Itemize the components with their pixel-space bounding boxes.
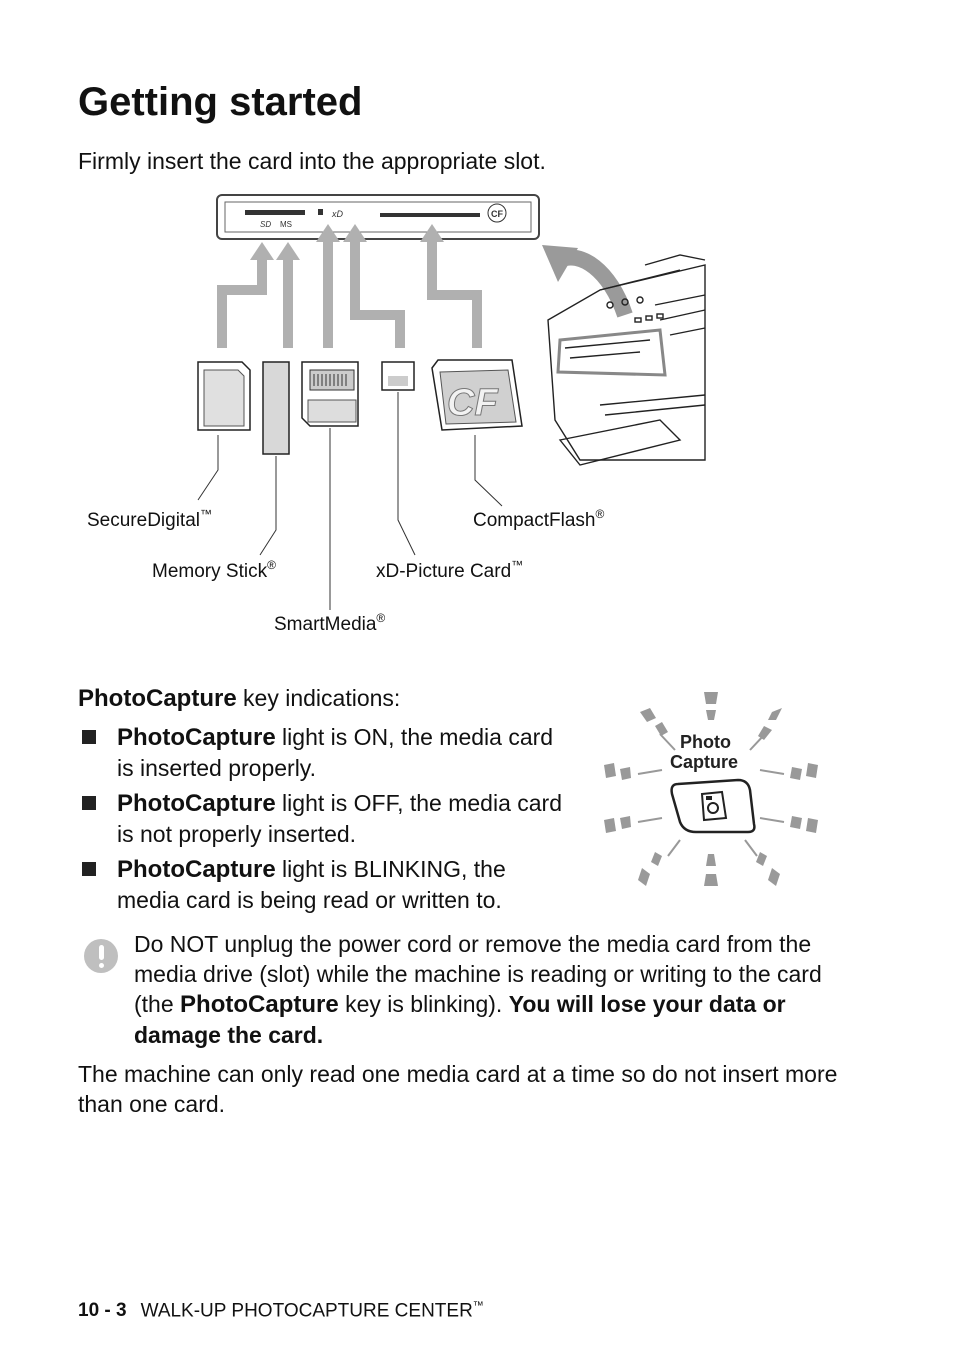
indication-item: PhotoCapture light is ON, the media card… (78, 722, 568, 783)
indications-heading: PhotoCapture key indications: (78, 685, 401, 712)
label-compactflash: CompactFlash® (473, 507, 605, 531)
caution-note: Do NOT unplug the power cord or remove t… (78, 929, 838, 1050)
indication-item: PhotoCapture light is OFF, the media car… (78, 788, 568, 849)
photocapture-key-illustration: Photo Capture (600, 690, 826, 910)
page-title: Getting started (78, 80, 363, 124)
blink-rays (604, 692, 818, 886)
label-securedigital: SecureDigital™ (87, 507, 212, 531)
key-label-line1: Photo (680, 732, 731, 752)
closing-paragraph: The machine can only read one media card… (78, 1061, 838, 1117)
card-slot-figure: SD MS xD CF (80, 190, 720, 640)
memory-stick-card (262, 361, 290, 455)
label-memory-stick: Memory Stick® (152, 558, 276, 582)
arrow-xd (350, 240, 405, 348)
section-name: WALK-UP PHOTOCAPTURE CENTER (140, 1300, 473, 1322)
cf-card-text: CF (447, 382, 499, 424)
smartmedia-card (301, 361, 359, 427)
cf-logo: CF (491, 209, 503, 219)
label-xd-picture-card: xD-Picture Card™ (376, 558, 523, 582)
insertion-arrows (217, 240, 482, 348)
xd-logo: xD (331, 209, 344, 219)
label-smartmedia: SmartMedia® (274, 611, 385, 635)
arrow-cf (427, 240, 482, 348)
sd-logo: SD (260, 220, 271, 229)
xd-picture-card (381, 361, 415, 391)
key-label-line2: Capture (670, 752, 738, 772)
compactflash-card: CF (431, 359, 523, 431)
bullet-square-icon (82, 730, 96, 744)
bullet-square-icon (82, 796, 96, 810)
ms-logo: MS (280, 220, 292, 229)
slot-panel: SD MS xD CF (216, 194, 540, 240)
arrow-sd (217, 258, 267, 348)
secure-digital-card (197, 361, 251, 431)
page-number: 10 - 3 (78, 1300, 127, 1322)
bullet-square-icon (82, 862, 96, 876)
printer-sketch (547, 254, 706, 466)
intro-text: Firmly insert the card into the appropri… (78, 148, 546, 174)
indication-item: PhotoCapture light is BLINKING, the medi… (78, 854, 568, 915)
caution-icon (84, 939, 118, 973)
leader-lines (197, 392, 503, 610)
camera-icon (700, 790, 728, 822)
caution-text: Do NOT unplug the power cord or remove t… (134, 931, 822, 1048)
